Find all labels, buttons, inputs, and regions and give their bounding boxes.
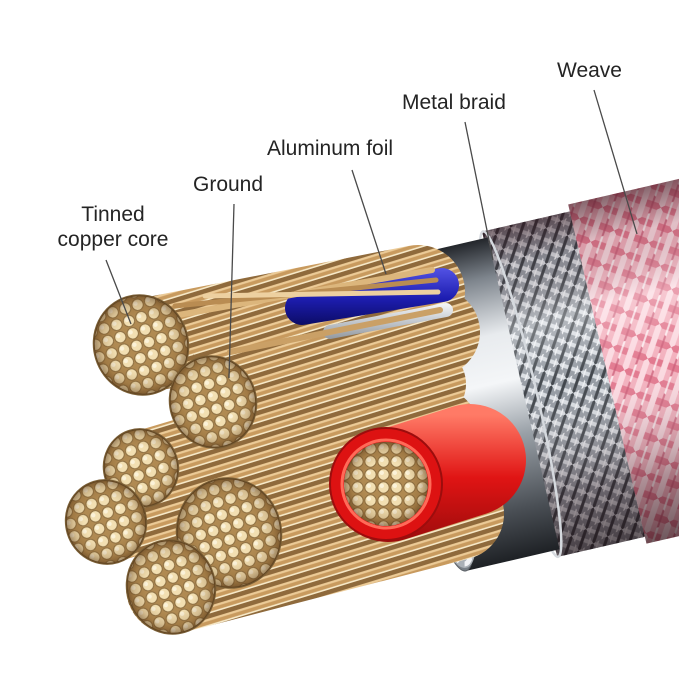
leader-line-weave <box>593 89 638 235</box>
copper-bundle-face <box>125 539 217 635</box>
leader-line-ground <box>228 203 235 379</box>
ground-bundle-face <box>168 355 258 449</box>
leader-line-aluminum-foil <box>351 169 387 275</box>
copper-bundle-face <box>92 294 190 396</box>
label-weave: Weave <box>557 59 622 82</box>
tinned-copper-faces <box>64 294 283 635</box>
copper-bundle-face <box>64 479 148 565</box>
leader-lines <box>105 89 638 379</box>
copper-bundle-body <box>104 346 466 507</box>
weave-jacket-layer <box>568 145 679 544</box>
label-ground: Ground <box>193 173 264 196</box>
blue-insulated-wire <box>285 268 459 325</box>
label-tinned-copper-core: Tinned copper core <box>57 203 169 251</box>
leader-line-tinned-copper-core <box>105 259 132 325</box>
red-insulated-wire <box>329 404 526 542</box>
loose-copper-strands <box>147 267 443 355</box>
leader-line-metal-braid <box>464 121 494 261</box>
wire-bundles <box>64 245 526 635</box>
label-aluminum-foil: Aluminum foil <box>267 137 394 160</box>
label-metal-braid: Metal braid <box>402 91 506 114</box>
